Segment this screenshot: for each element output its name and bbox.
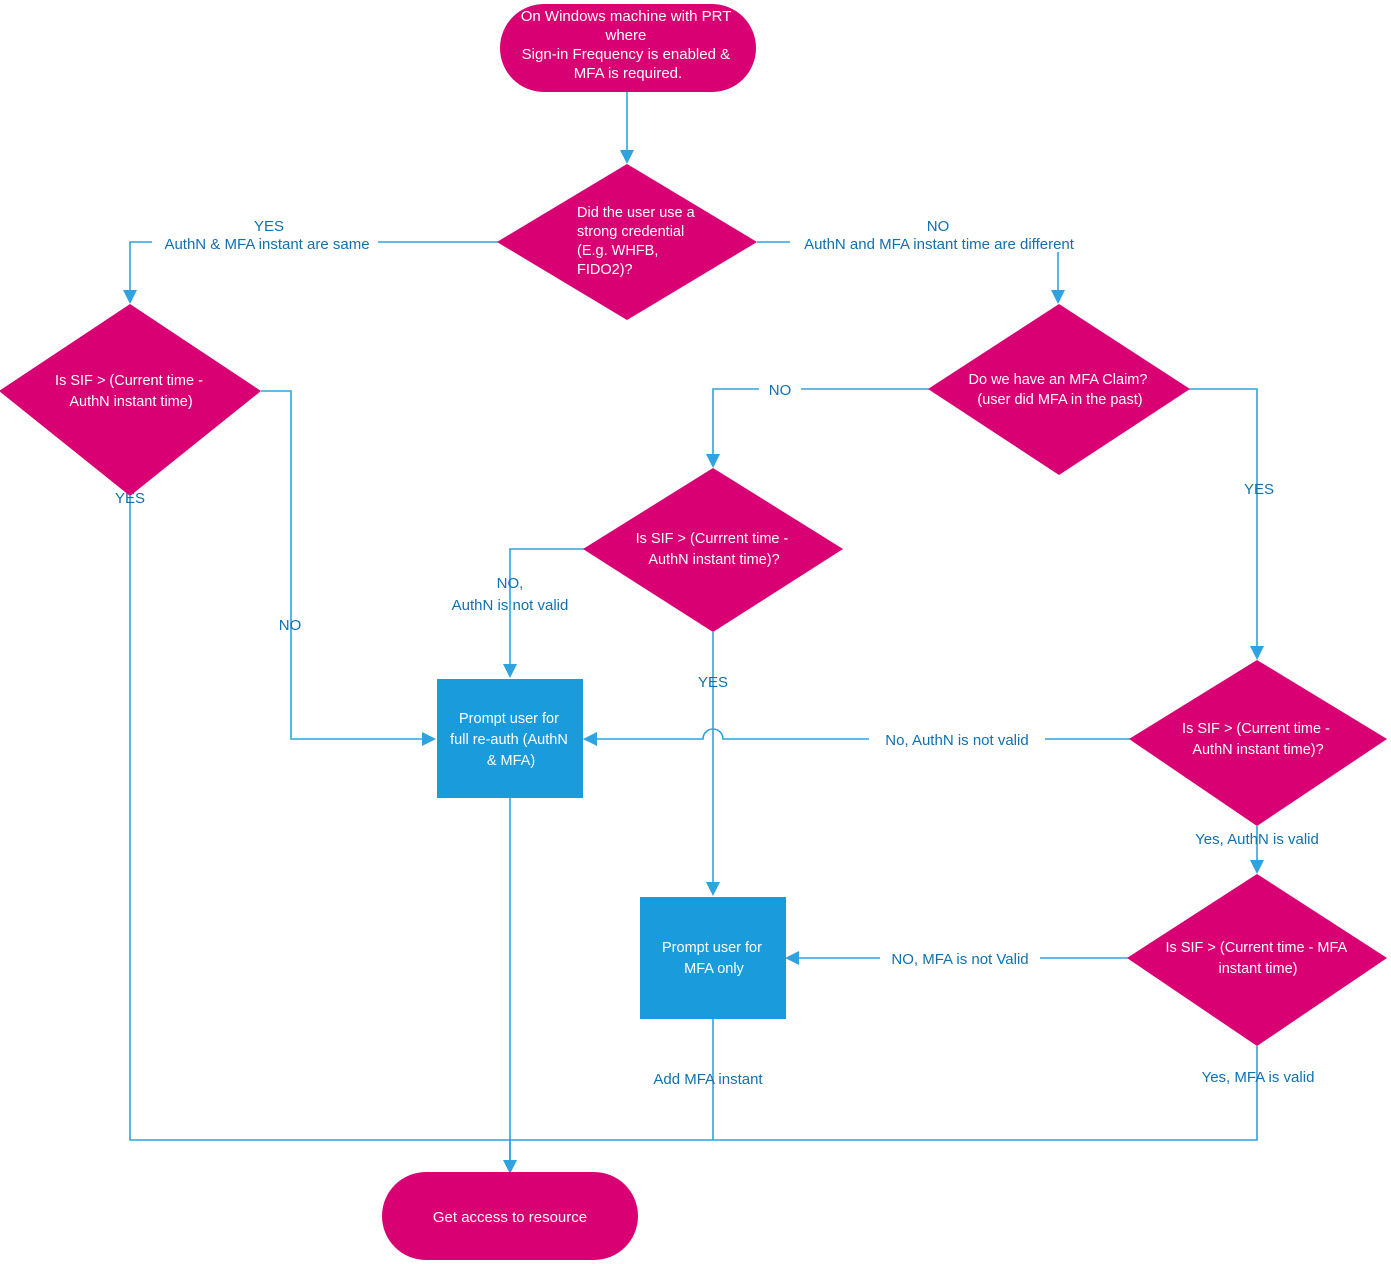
sif-authn-right-label: Is SIF > (Current time - AuthN instant t…	[1182, 721, 1334, 758]
edge-label-middle-no-line1: NO,	[497, 575, 524, 592]
node-mfa-claim[interactable]: Do we have an MFA Claim? (user did MFA i…	[928, 304, 1190, 475]
edge-label-add-mfa-instant: Add MFA instant	[653, 1071, 763, 1088]
prompt-mfa-only-label: Prompt user for MFA only	[662, 940, 766, 977]
edge-label-layer: YES AuthN & MFA instant are same NO Auth…	[115, 218, 1319, 1088]
arrowhead-strong-credential-top	[620, 150, 634, 164]
node-sif-authn-left[interactable]: Is SIF > (Current time - AuthN instant t…	[0, 304, 261, 496]
connector-sif-mfa-right-yes	[510, 1046, 1258, 1141]
connector-sif-authn-right-no	[597, 728, 1130, 740]
sif-mfa-right-label: Is SIF > (Current time - MFA instant tim…	[1166, 940, 1351, 977]
arrowhead-sif-authn-right-top	[1250, 646, 1264, 660]
strong-credential-shape	[497, 164, 757, 320]
start-label: On Windows machine with PRT where Sign-i…	[521, 8, 736, 82]
edge-label-mfa-claim-yes: YES	[1244, 481, 1274, 498]
edge-label-yes-same-line2: AuthN & MFA instant are same	[164, 236, 369, 253]
edge-label-right-no-authn: No, AuthN is not valid	[885, 732, 1028, 749]
edge-label-yes-same-line1: YES	[254, 218, 284, 235]
edge-label-mask-1	[152, 234, 378, 252]
node-sif-authn-middle[interactable]: Is SIF > (Currrent time - AuthN instant …	[583, 468, 843, 632]
node-sif-authn-right[interactable]: Is SIF > (Current time - AuthN instant t…	[1129, 660, 1387, 826]
connector-mfa-claim-no	[712, 388, 929, 456]
arrowhead-prompt-mfa-top	[706, 882, 720, 896]
edge-label-right-no-mfa: NO, MFA is not Valid	[891, 951, 1028, 968]
sif-authn-middle-shape	[583, 468, 843, 632]
edge-label-mask-3	[759, 381, 801, 398]
edge-label-right-yes-authn: Yes, AuthN is valid	[1195, 831, 1319, 848]
arrowhead-prompt-reauth-right	[583, 732, 597, 746]
arrowhead-mfa-claim-top	[1051, 290, 1065, 304]
edge-label-right-yes-mfa: Yes, MFA is valid	[1202, 1069, 1315, 1086]
connector-mfa-claim-yes	[1189, 388, 1258, 648]
connector-sif-left-yes	[129, 496, 511, 1162]
arrowhead-sif-left-top	[123, 290, 137, 304]
node-prompt-full-reauth[interactable]: Prompt user for full re-auth (AuthN & MF…	[437, 679, 583, 798]
node-prompt-mfa-only[interactable]: Prompt user for MFA only	[640, 897, 786, 1019]
connector-sif-left-no	[261, 390, 424, 740]
node-start[interactable]: On Windows machine with PRT where Sign-i…	[500, 4, 756, 92]
edge-label-mask-2	[790, 234, 1090, 252]
edge-label-left-yes: YES	[115, 490, 145, 507]
edge-label-no-different-line2: AuthN and MFA instant time are different	[804, 236, 1075, 253]
arrowhead-get-access-top	[503, 1160, 517, 1174]
edge-label-middle-yes: YES	[698, 674, 728, 691]
arrowhead-sif-mfa-right-top	[1250, 860, 1264, 874]
arrowhead-sif-middle-top	[706, 454, 720, 468]
sif-mfa-right-shape	[1127, 874, 1387, 1046]
arrowhead-prompt-reauth-top	[503, 664, 517, 678]
mfa-claim-shape	[928, 304, 1190, 475]
get-access-shape	[382, 1172, 638, 1260]
node-sif-mfa-right[interactable]: Is SIF > (Current time - MFA instant tim…	[1127, 874, 1387, 1046]
connector-sif-middle-no	[509, 548, 584, 666]
arrowhead-prompt-reauth-left	[422, 732, 436, 746]
edge-label-mfa-claim-no: NO	[769, 382, 792, 399]
prompt-full-reauth-shape	[437, 679, 583, 798]
edge-label-middle-no-line2: AuthN is not valid	[452, 597, 569, 614]
edge-label-mask-5	[880, 950, 1040, 967]
sif-authn-right-shape	[1129, 660, 1387, 826]
node-strong-credential[interactable]: Did the user use a strong credential (E.…	[497, 164, 757, 320]
arrowhead-prompt-mfa-right	[785, 951, 799, 965]
sif-authn-left-label: Is SIF > (Current time - AuthN instant t…	[55, 373, 207, 410]
get-access-label: Get access to resource	[433, 1209, 587, 1226]
start-shape	[500, 4, 756, 92]
sif-authn-left-shape	[0, 304, 261, 496]
strong-credential-label: Did the user use a strong credential (E.…	[577, 205, 699, 278]
prompt-mfa-only-shape	[640, 897, 786, 1019]
node-get-access[interactable]: Get access to resource	[382, 1172, 638, 1260]
edge-label-no-different-line1: NO	[927, 218, 950, 235]
edge-label-left-no: NO	[279, 617, 302, 634]
prompt-full-reauth-label: Prompt user for full re-auth (AuthN & MF…	[450, 711, 572, 769]
sif-authn-middle-label: Is SIF > (Currrent time - AuthN instant …	[636, 531, 793, 568]
connector-layer	[123, 92, 1264, 1174]
edge-label-mask-4	[869, 731, 1045, 748]
mfa-claim-label: Do we have an MFA Claim? (user did MFA i…	[969, 372, 1152, 408]
